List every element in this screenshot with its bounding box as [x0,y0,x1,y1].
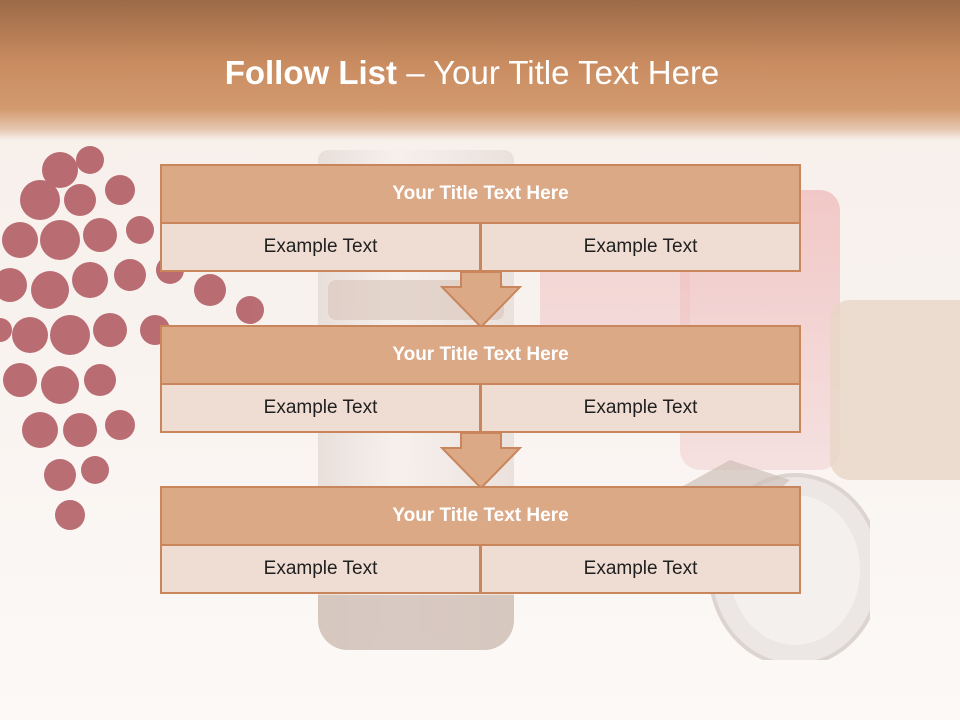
berries-image [0,146,264,530]
follow-list-step: Your Title Text Here Example Text Exampl… [160,486,801,594]
step-right-text: Example Text [480,544,801,594]
down-arrow-icon [440,271,522,329]
step-title: Your Title Text Here [160,325,801,385]
step-left-text: Example Text [160,222,481,272]
bowl-image [830,300,960,480]
step-left-text: Example Text [160,383,481,433]
step-right-text: Example Text [480,383,801,433]
follow-list-step: Your Title Text Here Example Text Exampl… [160,164,801,272]
step-right-text: Example Text [480,222,801,272]
follow-list-step: Your Title Text Here Example Text Exampl… [160,325,801,433]
step-left-text: Example Text [160,544,481,594]
header-band [0,0,960,140]
down-arrow-icon [440,432,522,490]
step-title: Your Title Text Here [160,486,801,546]
step-title: Your Title Text Here [160,164,801,224]
slide-title-bold: Follow List [224,54,398,91]
slide-title-rest: – Your Title Text Here [397,54,720,91]
slide-title: Follow List – Your Title Text Here [0,54,944,92]
